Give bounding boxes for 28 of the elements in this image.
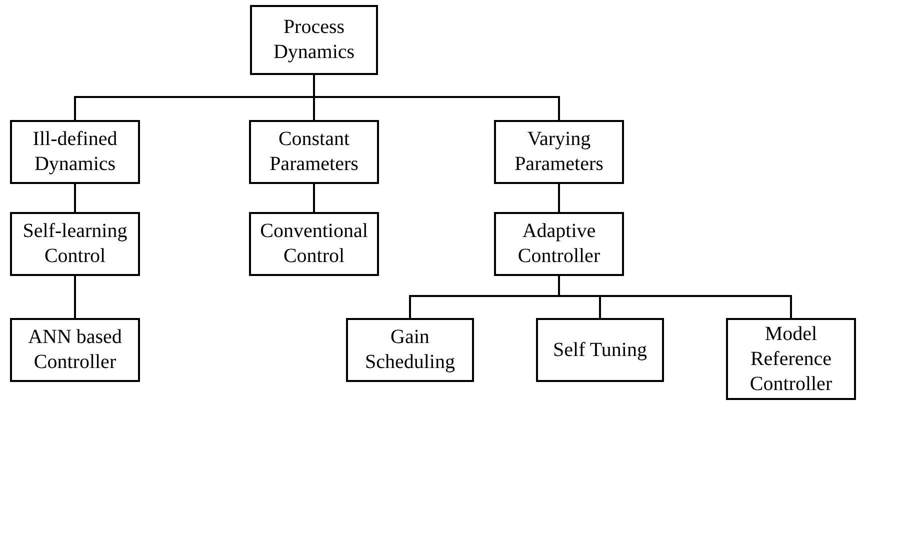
- connector-line: [558, 184, 560, 212]
- box-label: Process Dynamics: [272, 15, 356, 65]
- box-label: Ill-defined Dynamics: [32, 127, 118, 177]
- process-box: [10, 212, 140, 276]
- connector-line: [313, 184, 315, 212]
- box-label: Self Tuning: [552, 338, 648, 362]
- process-box: [494, 120, 624, 184]
- connector-line: [74, 276, 76, 318]
- process-box: [250, 5, 378, 75]
- box-label: Conventional Control: [259, 219, 369, 269]
- process-box: [726, 318, 856, 400]
- box-label: Gain Scheduling: [364, 325, 456, 375]
- box-label: Model Reference Controller: [748, 322, 834, 396]
- process-box: [536, 318, 664, 382]
- box-label: Adaptive Controller: [516, 219, 602, 269]
- box-label: Constant Parameters: [268, 127, 360, 177]
- box-label: Varying Parameters: [514, 127, 604, 177]
- box-label: ANN based Controller: [27, 325, 123, 375]
- connector-line: [74, 184, 76, 212]
- process-box: [249, 120, 379, 184]
- box-label: Self-learning Control: [22, 219, 128, 269]
- connector-line: [558, 276, 792, 318]
- process-box: [494, 212, 624, 276]
- process-box: [10, 120, 140, 184]
- process-box: [346, 318, 474, 382]
- process-box: [249, 212, 379, 276]
- process-box: [10, 318, 140, 382]
- connector-line: [313, 75, 560, 120]
